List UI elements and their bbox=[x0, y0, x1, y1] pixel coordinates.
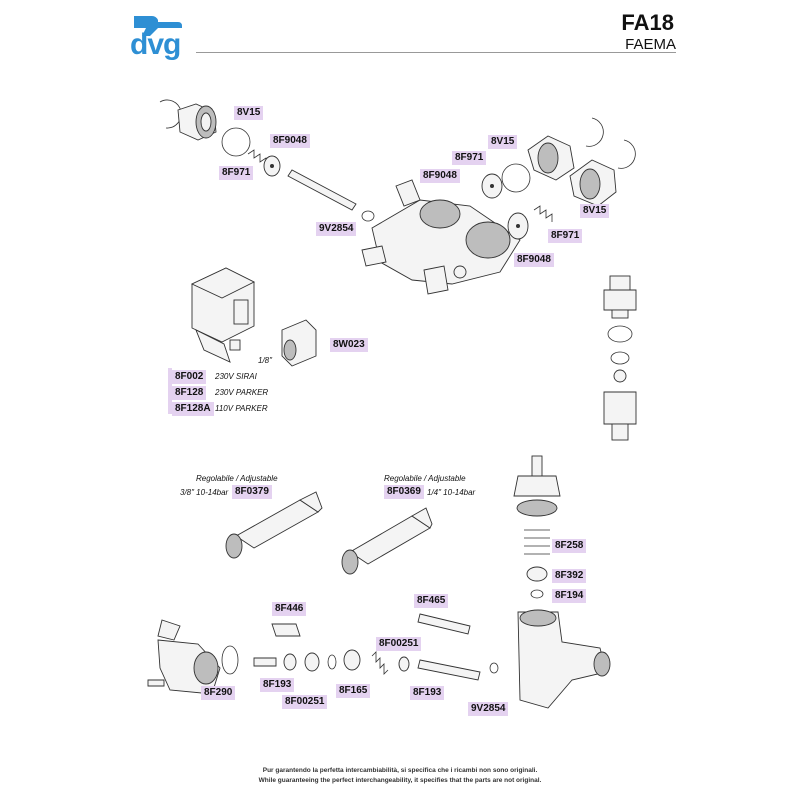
voltage-note: 230V SIRAI bbox=[215, 372, 257, 381]
part-label: 8W023 bbox=[330, 338, 368, 352]
tiny-oring bbox=[489, 662, 499, 674]
part-label: 8F971 bbox=[219, 166, 254, 180]
screw-part bbox=[147, 679, 165, 687]
part-label: 8F258 bbox=[552, 539, 587, 553]
footer-disclaimer-it: Pur garantendo la perfetta intercambiabi… bbox=[262, 767, 538, 774]
gasket-ring bbox=[221, 645, 239, 675]
footer-disclaimer-en: While guaranteeing the perfect interchan… bbox=[258, 777, 542, 784]
circlip-ring-right bbox=[585, 117, 604, 147]
part-label: 8F9048 bbox=[420, 169, 460, 183]
spring-part-right bbox=[533, 205, 553, 222]
pin-part bbox=[253, 657, 277, 667]
part-label: 9V2854 bbox=[316, 222, 357, 236]
washer-part bbox=[327, 654, 337, 670]
disc-part bbox=[398, 656, 410, 672]
gear-washer bbox=[343, 649, 361, 671]
small-oring-part bbox=[361, 210, 375, 222]
part-label: 8F971 bbox=[452, 151, 487, 165]
part-label: 8V15 bbox=[580, 204, 610, 218]
part-label: 8F128A bbox=[172, 402, 214, 416]
size-note: 3/8" 10-14bar bbox=[180, 488, 229, 497]
part-label: 8F165 bbox=[336, 684, 371, 698]
cap-part bbox=[526, 566, 548, 582]
valve-cap-part-right2 bbox=[569, 159, 617, 207]
seal-disc-part bbox=[263, 155, 281, 177]
part-label: 8F002 bbox=[172, 370, 207, 384]
hex-fitting-top bbox=[603, 275, 637, 319]
small-washer bbox=[610, 351, 630, 365]
seal-disc-part-right bbox=[481, 173, 503, 199]
part-label: 8F290 bbox=[201, 686, 236, 700]
part-label: 8F193 bbox=[260, 678, 295, 692]
part-label: 8F0369 bbox=[384, 485, 424, 499]
part-label: 8V15 bbox=[234, 106, 264, 120]
valve-tip bbox=[513, 455, 561, 517]
small-ring bbox=[530, 589, 544, 599]
manifold-body bbox=[361, 179, 521, 295]
part-label: 8F9048 bbox=[514, 253, 554, 267]
adjuster-knob bbox=[271, 623, 301, 637]
valve-stem-part bbox=[287, 169, 357, 211]
part-label: 8F446 bbox=[272, 602, 307, 616]
voltage-note: 110V PARKER bbox=[215, 404, 268, 413]
voltage-note: 230V PARKER bbox=[215, 388, 269, 397]
part-label: 8F9048 bbox=[270, 134, 310, 148]
size-note: 1/4" 10-14bar bbox=[427, 488, 476, 497]
hex-fitting-bottom bbox=[603, 391, 637, 441]
nut-part bbox=[283, 653, 297, 671]
spring-small bbox=[371, 651, 389, 675]
faucet-icon bbox=[134, 16, 182, 36]
header-divider bbox=[196, 52, 676, 53]
solenoid-variants bbox=[168, 368, 172, 414]
plunger-part bbox=[417, 613, 471, 635]
part-label: 8F194 bbox=[552, 589, 587, 603]
part-label: 8F465 bbox=[414, 594, 449, 608]
logo-text: dvg bbox=[130, 28, 181, 61]
adjustable-note: Regolabile / Adjustable bbox=[196, 474, 278, 483]
part-label: 9V2854 bbox=[468, 702, 509, 716]
seal-disc-part-right2 bbox=[507, 212, 529, 240]
valve-body-casting bbox=[517, 609, 611, 709]
part-label: 8F971 bbox=[548, 229, 583, 243]
page-title: FA18 bbox=[621, 10, 674, 35]
pressure-switch-left bbox=[225, 491, 323, 559]
part-label: 8F128 bbox=[172, 386, 207, 400]
part-label: 8F0379 bbox=[232, 485, 272, 499]
page-subtitle: FAEMA bbox=[625, 36, 676, 53]
spring-stack bbox=[524, 529, 550, 555]
part-label: 8F00251 bbox=[282, 695, 328, 709]
part-label: 8F00251 bbox=[376, 637, 422, 651]
oring-part bbox=[221, 127, 251, 157]
pressure-switch-right bbox=[341, 507, 433, 575]
fitting-size-note: 1/8" bbox=[258, 356, 272, 365]
valve-cap-part-right bbox=[527, 135, 575, 181]
part-label: 8F392 bbox=[552, 569, 587, 583]
hex-nut-part bbox=[304, 652, 320, 672]
connector-plug bbox=[281, 319, 317, 367]
ball-part bbox=[613, 369, 627, 383]
brand-logo: dvg bbox=[128, 10, 188, 61]
spindle-part bbox=[417, 659, 481, 681]
part-label: 8V15 bbox=[488, 135, 518, 149]
circlip-ring-right2 bbox=[617, 139, 636, 169]
valve-cap-part bbox=[177, 103, 217, 141]
angle-fitting bbox=[157, 619, 221, 695]
washer-ring bbox=[607, 325, 633, 343]
adjustable-note: Regolabile / Adjustable bbox=[384, 474, 466, 483]
part-label: 8F193 bbox=[410, 686, 445, 700]
oring-part-right bbox=[501, 163, 531, 193]
solenoid-valve bbox=[190, 267, 256, 363]
spring-part bbox=[247, 149, 267, 166]
